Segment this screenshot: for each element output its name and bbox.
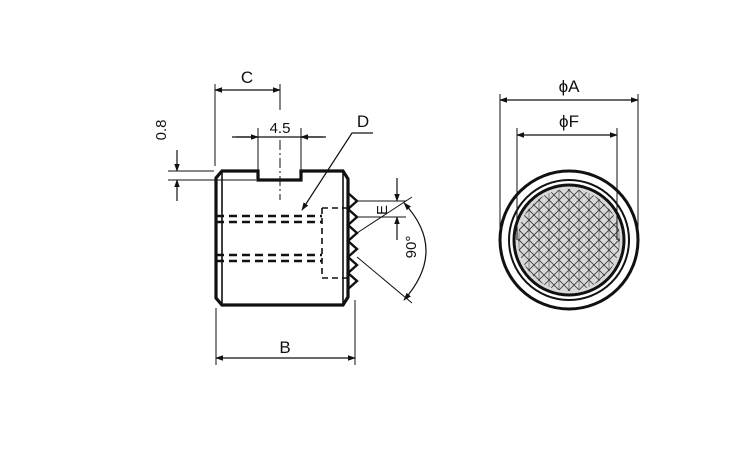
angle-ext-upper (356, 196, 413, 234)
knurl-hatch-line (518, 189, 580, 291)
side-view (168, 84, 427, 365)
knurl-hatch-line (629, 170, 750, 310)
label-slot-depth: 0.8 (153, 120, 170, 141)
knurl-hatch-line (558, 189, 620, 291)
knurl-hatch-line (359, 170, 499, 310)
knurl-hatch-line (518, 189, 520, 291)
label-e: E (374, 205, 391, 215)
knurl-hatch-line (558, 189, 620, 291)
knurl-hatch-line (369, 170, 509, 310)
knurl-hatch-line (369, 170, 509, 310)
label-b: B (279, 338, 290, 357)
label-c: C (241, 68, 253, 87)
knurl-hatch-line (518, 189, 580, 291)
knurl-hatch-line (629, 170, 750, 310)
middle-circle (508, 179, 630, 301)
hidden-bore-lines (216, 214, 322, 263)
hidden-pad-outline (321, 207, 348, 279)
knurl-hatch-line (359, 170, 499, 310)
body-outline (214, 169, 350, 307)
label-slot-width: 4.5 (270, 120, 291, 137)
knurl-hatch-line (639, 170, 750, 310)
front-view (359, 94, 750, 311)
knurl-face-edge (512, 183, 626, 297)
label-angle: 90° (403, 236, 420, 259)
angle-ext-lower (356, 256, 413, 304)
knurl-hatch-line (518, 189, 520, 291)
label-phi-f: ϕF (559, 112, 579, 131)
label-d: D (357, 112, 369, 131)
knurl-teeth (346, 192, 359, 290)
leader-d (301, 132, 373, 211)
knurl-hatch-line (639, 170, 750, 310)
label-phi-a: ϕA (559, 77, 581, 96)
angle-arc (403, 202, 427, 301)
